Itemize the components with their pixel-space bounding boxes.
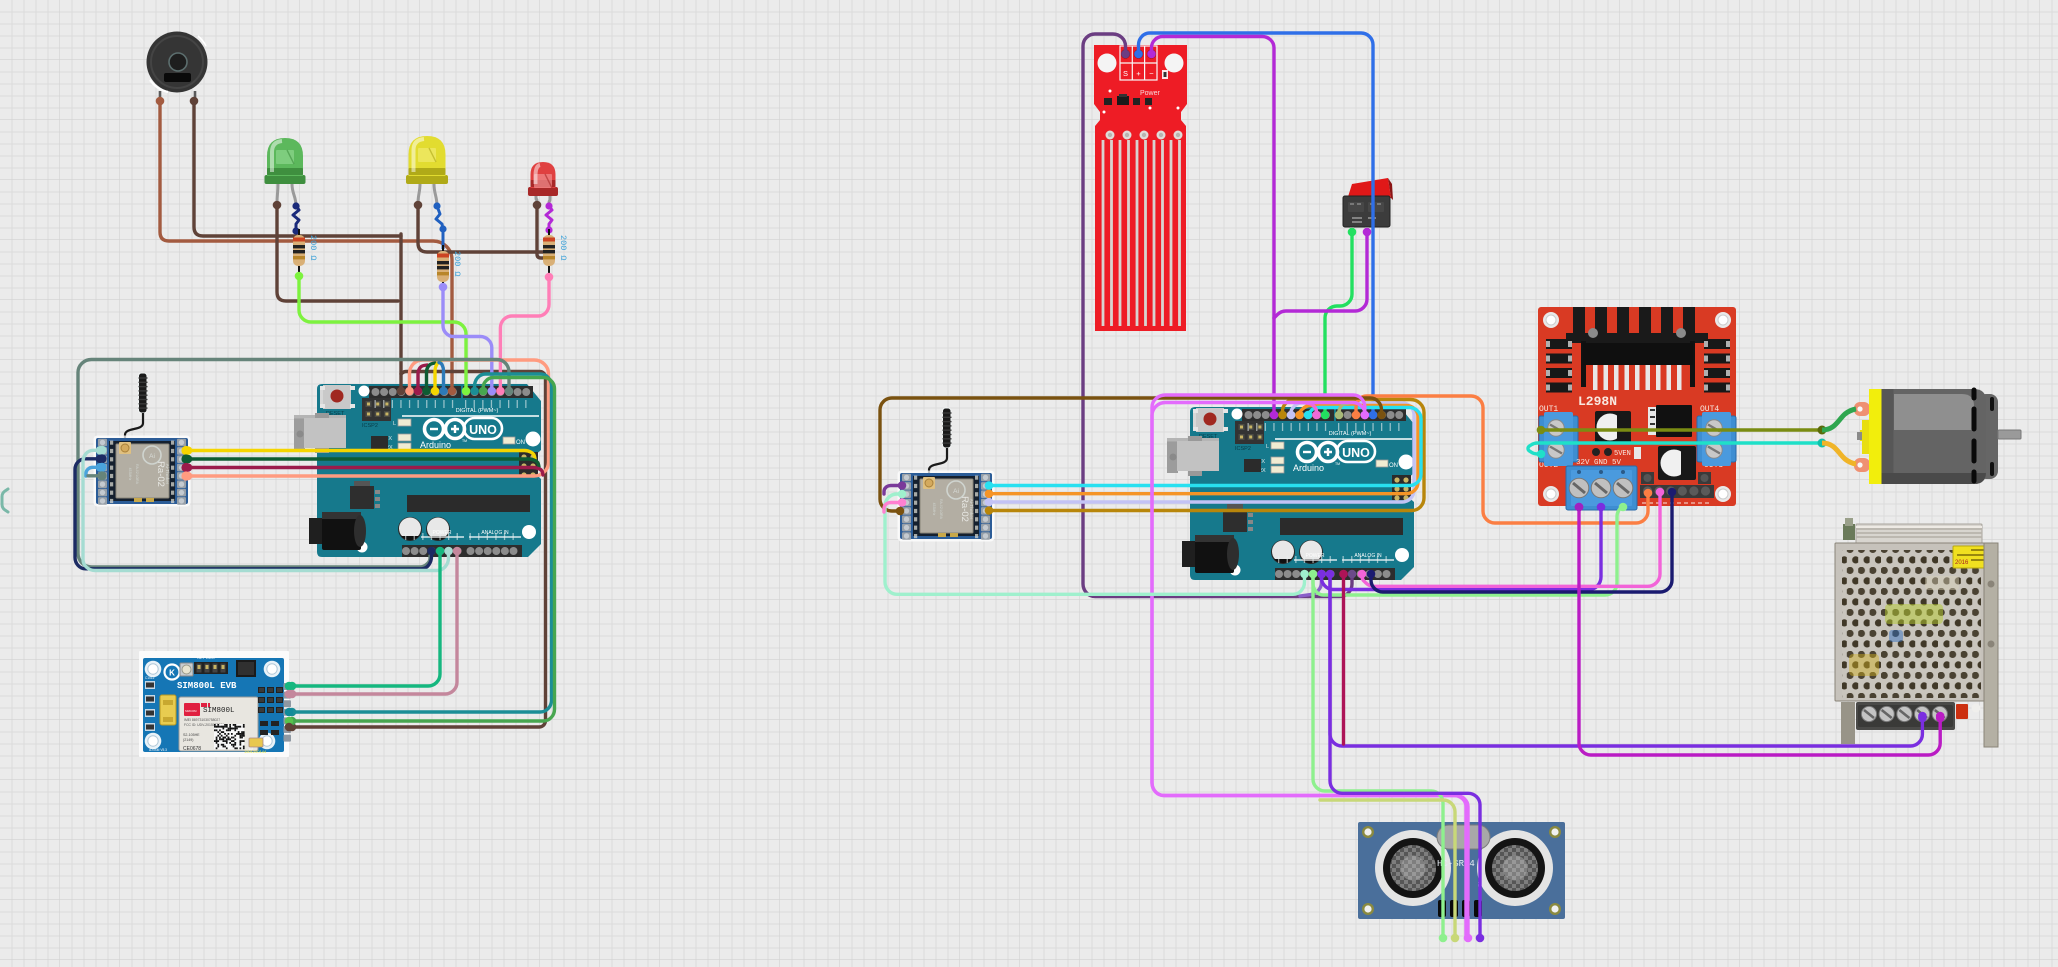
svg-text:DIGITAL (PWM~): DIGITAL (PWM~) — [1329, 431, 1372, 437]
svg-text:A-GSM V5.3: A-GSM V5.3 — [149, 748, 167, 752]
svg-text:433MHz: 433MHz — [128, 468, 132, 481]
svg-text:TM: TM — [1335, 462, 1340, 466]
svg-text:Arduino: Arduino — [420, 440, 451, 450]
svg-text:K: K — [169, 669, 175, 678]
svg-text:200 Ω: 200 Ω — [452, 251, 462, 277]
svg-text:FCC ID: UDV-2015070801: FCC ID: UDV-2015070801 — [184, 723, 224, 727]
svg-text:ANALOG IN: ANALOG IN — [1354, 553, 1382, 559]
svg-text:Ra-02: Ra-02 — [959, 496, 970, 522]
svg-text:Arduino: Arduino — [1293, 463, 1324, 473]
svg-text:SIM800L EVB: SIM800L EVB — [177, 681, 237, 691]
svg-text:ICSP2: ICSP2 — [1235, 446, 1251, 452]
svg-text:L: L — [1266, 444, 1269, 450]
svg-text:TX: TX — [1258, 459, 1265, 465]
svg-text:32V GND 5V: 32V GND 5V — [1576, 459, 1622, 467]
svg-text:ON: ON — [1389, 463, 1398, 469]
svg-text:RESET: RESET — [1199, 434, 1218, 440]
svg-text:CE0678: CE0678 — [183, 746, 201, 752]
svg-text:RA-02 LORA: RA-02 LORA — [135, 464, 139, 485]
svg-text:Ai: Ai — [149, 453, 155, 460]
svg-text:D2: D2 — [249, 747, 253, 751]
svg-text:IMEI 869731030758027: IMEI 869731030758027 — [184, 718, 220, 722]
svg-text:Ai-Thinker: Ai-Thinker — [969, 499, 974, 520]
svg-text:POWER: POWER — [1306, 553, 1325, 559]
svg-text:UNO: UNO — [1342, 446, 1370, 460]
svg-text:S: S — [1123, 69, 1128, 78]
svg-text:Power: Power — [1140, 90, 1161, 97]
svg-text:L298N: L298N — [1578, 394, 1617, 409]
svg-text:DIGITAL (PWM~): DIGITAL (PWM~) — [456, 408, 499, 414]
svg-text:200 Ω: 200 Ω — [558, 235, 568, 261]
svg-text:POWER: POWER — [433, 530, 452, 536]
svg-text:5VEN: 5VEN — [1614, 450, 1631, 458]
svg-text:RESET: RESET — [326, 411, 345, 417]
svg-text:−: − — [1149, 69, 1154, 78]
svg-text:SIM800L: SIM800L — [203, 707, 235, 715]
svg-text:L: L — [393, 421, 396, 427]
svg-text:C1012: C1012 — [145, 676, 155, 680]
svg-text:S2-105HE: S2-105HE — [183, 733, 200, 737]
svg-text:RX: RX — [1258, 468, 1266, 474]
svg-text:ANALOG IN: ANALOG IN — [481, 530, 509, 536]
svg-text:NET DBG: NET DBG — [197, 655, 215, 660]
svg-text:OUT1: OUT1 — [1539, 405, 1558, 414]
svg-text:Ra-02: Ra-02 — [155, 461, 166, 487]
svg-text:Ai-Thinker: Ai-Thinker — [165, 464, 170, 485]
svg-text:2016: 2016 — [1955, 560, 1969, 566]
svg-text:OUT4: OUT4 — [1700, 405, 1719, 414]
svg-text:ON: ON — [516, 440, 525, 446]
svg-text:SIMCOM: SIMCOM — [185, 709, 197, 713]
svg-text:1501250144: 1501250144 — [244, 749, 267, 754]
svg-text:200 Ω: 200 Ω — [308, 235, 318, 261]
svg-text:+: + — [1136, 69, 1141, 78]
svg-text:RX: RX — [385, 445, 393, 451]
svg-text:(2149): (2149) — [183, 738, 193, 742]
svg-text:Ai: Ai — [953, 488, 959, 495]
svg-text:TX: TX — [385, 436, 392, 442]
svg-text:433MHz: 433MHz — [932, 503, 936, 516]
svg-text:UNO: UNO — [469, 423, 497, 437]
svg-text:ICSP2: ICSP2 — [362, 423, 378, 429]
svg-text:TM: TM — [462, 439, 467, 443]
svg-text:RA-02 LORA: RA-02 LORA — [939, 499, 943, 520]
